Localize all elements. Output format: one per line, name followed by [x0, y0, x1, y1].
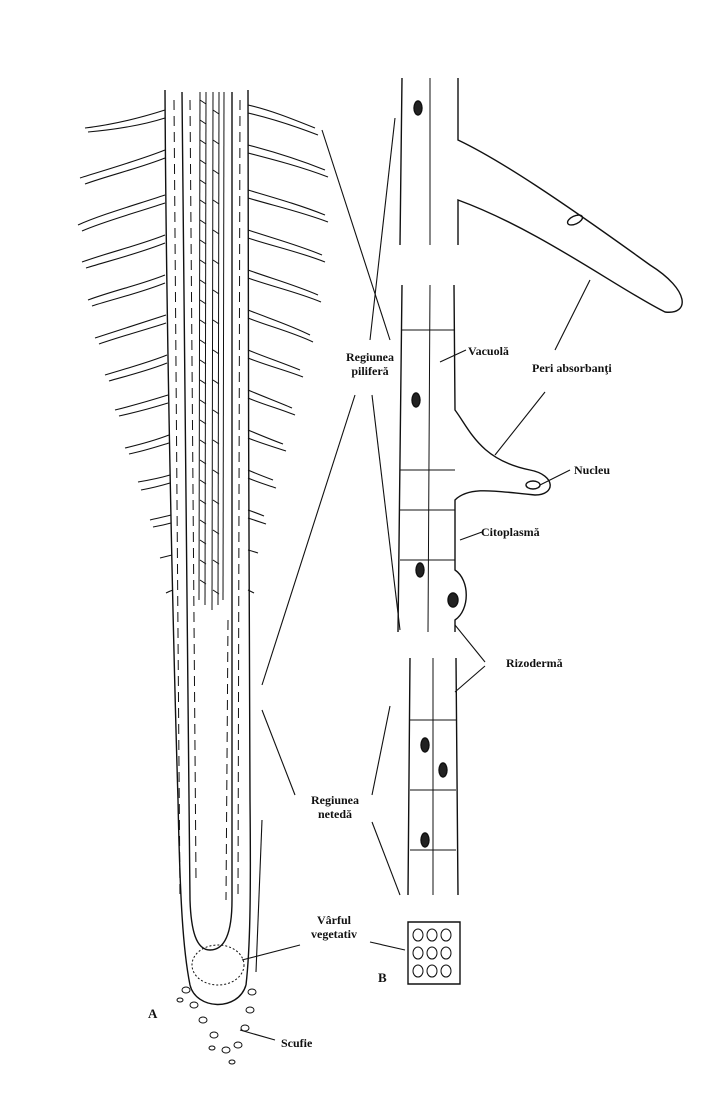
- segment-3-nucleus-2: [439, 763, 447, 777]
- label-regiunea-pilifera-line2: piliferă: [351, 364, 389, 378]
- panel-a-root-longitudinal: [78, 90, 328, 1064]
- meristem-segment: [408, 922, 460, 984]
- label-regiunea-pilifera-line1: Regiunea: [346, 350, 394, 364]
- label-regiunea-neteda-line2: netedă: [318, 807, 352, 821]
- cortex-dashes: [174, 100, 240, 900]
- hair-nucleus: [566, 213, 584, 227]
- label-vacuola: Vacuolă: [468, 344, 509, 358]
- label-scufie: Scufie: [281, 1036, 313, 1050]
- label-peri-absorbanti: Peri absorbanţi: [532, 361, 612, 375]
- label-varful-vegetativ-line2: vegetativ: [311, 927, 357, 941]
- segment-2-wall: [400, 285, 455, 632]
- label-regiunea-pilifera: Regiunea piliferă: [330, 350, 410, 378]
- segment-3-nucleus-3: [421, 833, 429, 847]
- segment-2-nucleus-2: [526, 481, 540, 489]
- root-outline-left: [165, 90, 190, 985]
- segment-3-wall: [410, 658, 456, 895]
- label-varful-vegetativ-line1: Vârful: [317, 913, 351, 927]
- root-outline-right: [246, 90, 250, 985]
- root-hairs-right: [248, 105, 328, 593]
- label-regiunea-neteda: Regiunea netedă: [295, 793, 375, 821]
- label-citoplasma: Citoplasmă: [481, 525, 540, 539]
- central-cylinder-right: [210, 92, 232, 950]
- label-rizoderma: Rizodermă: [506, 656, 563, 670]
- epidermis-segment-3: [408, 658, 458, 895]
- epidermis-segment-1: [400, 78, 682, 312]
- leader-lines: [240, 118, 590, 1040]
- segment-3-nucleus-1: [421, 738, 429, 752]
- central-cylinder-left: [182, 92, 210, 950]
- segment-2-nucleus-3: [448, 593, 458, 607]
- root-tip-outline: [190, 985, 246, 1005]
- meristem-cells: [413, 929, 451, 977]
- segment-2-nucleus-1: [412, 393, 420, 407]
- xylem-vessels: [199, 92, 224, 610]
- segment-1-nucleus: [414, 101, 422, 115]
- root-hairs-left: [78, 110, 173, 593]
- epidermis-segment-2: [398, 285, 550, 632]
- apical-meristem: [192, 945, 244, 985]
- panel-b-rhizodermis-detail: [398, 78, 682, 984]
- label-nucleu: Nucleu: [574, 463, 610, 477]
- panel-label-b: B: [378, 970, 387, 985]
- panel-label-a: A: [148, 1006, 158, 1021]
- label-varful-vegetativ: Vârful vegetativ: [298, 913, 370, 941]
- segment-2-nucleus-4: [416, 563, 424, 577]
- label-regiunea-neteda-line1: Regiunea: [311, 793, 359, 807]
- root-cap-cells: [177, 987, 256, 1064]
